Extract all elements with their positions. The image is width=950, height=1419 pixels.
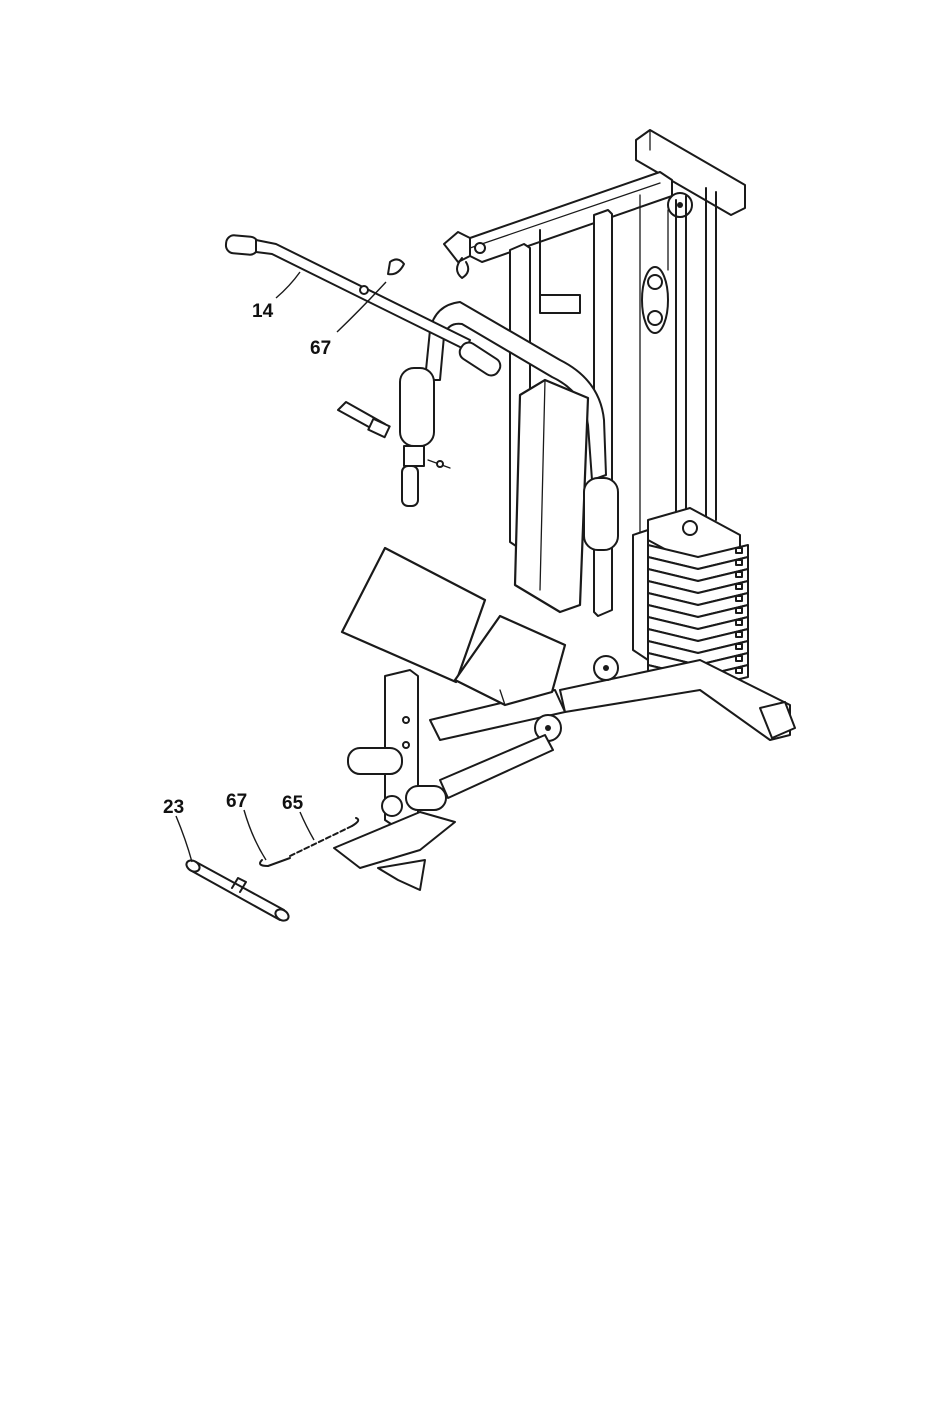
weight-plate-slot: [736, 620, 742, 625]
weight-plate-slot: [736, 584, 742, 589]
callout-14: 14: [252, 301, 274, 322]
weight-plate-slot: [736, 668, 742, 673]
callout-23: 23: [163, 797, 184, 818]
weight-plate-slot: [736, 572, 742, 577]
weight-plate-slot: [736, 656, 742, 661]
callout-65: 65: [282, 793, 304, 814]
weight-plate-slot: [736, 644, 742, 649]
short-bar: [184, 858, 290, 923]
callout-67-top: 67: [310, 338, 331, 359]
weight-plate-slot: [736, 560, 742, 565]
weight-plate-slot: [736, 596, 742, 601]
weight-plate-slot: [736, 632, 742, 637]
weight-plate-slot: [736, 548, 742, 553]
weight-plate-slot: [736, 608, 742, 613]
callout-labels: 14 67 23 67 65: [163, 301, 331, 818]
callout-67-bottom: 67: [226, 791, 247, 812]
